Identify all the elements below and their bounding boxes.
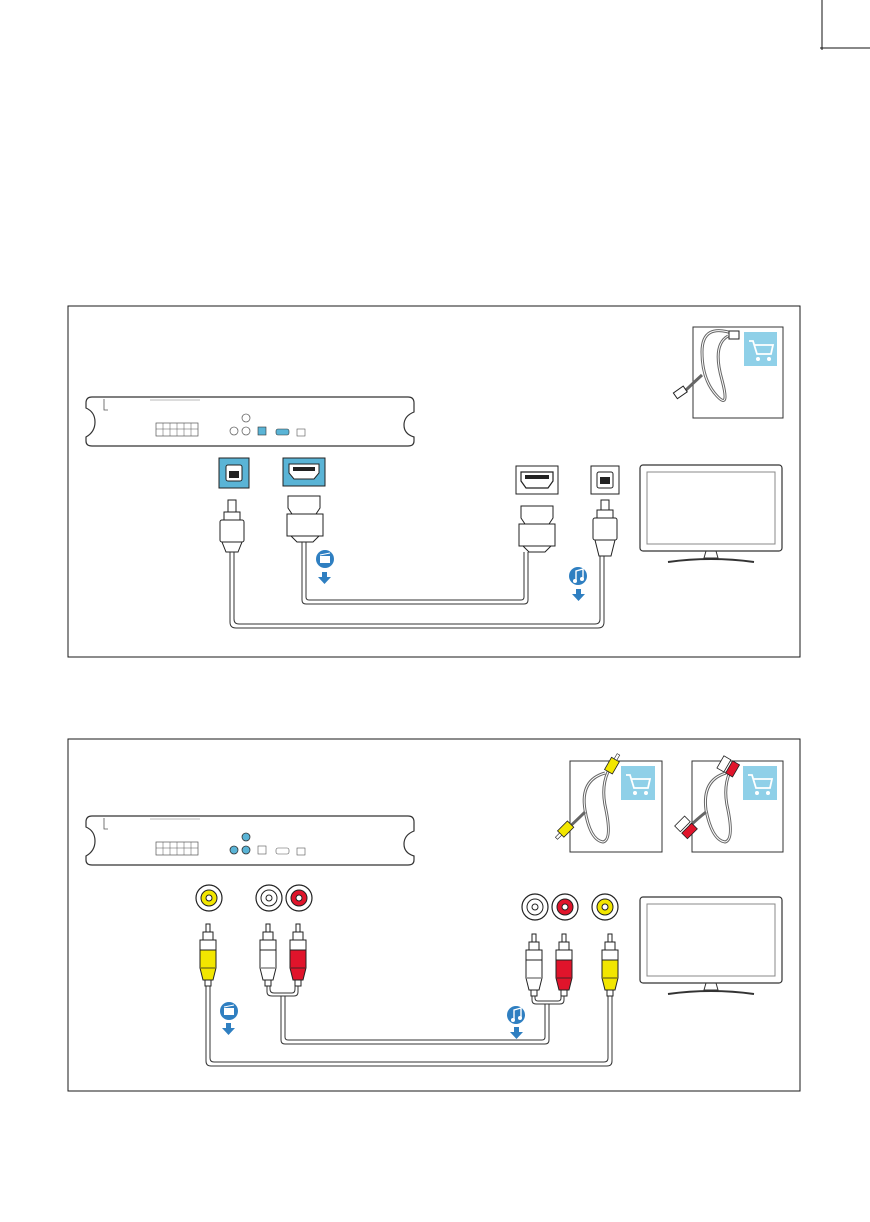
video-signal-icon	[316, 550, 334, 568]
optical-socket-tv	[591, 466, 619, 494]
hdmi-socket-tv	[516, 466, 558, 494]
crop-mark-icon	[820, 0, 870, 50]
optical-socket-player	[219, 458, 249, 488]
video-signal-icon	[220, 1002, 238, 1020]
rca-socket-red-player	[286, 885, 312, 911]
diagram-panel-hdmi-optical	[68, 306, 800, 657]
shopping-cart-icon	[743, 766, 777, 800]
rca-socket-red-tv	[552, 894, 578, 920]
player-rear-panel-icon	[86, 816, 414, 865]
rca-socket-yellow-tv	[592, 894, 618, 920]
tv-icon	[640, 465, 782, 562]
rca-socket-white-tv	[522, 894, 548, 920]
player-rear-panel-icon	[86, 397, 414, 446]
diagram-panel-composite	[68, 739, 800, 1091]
rca-socket-white-player	[256, 885, 282, 911]
shopping-cart-icon	[744, 332, 777, 366]
tv-icon	[640, 897, 782, 994]
music-note-icon	[507, 1006, 525, 1024]
rca-socket-yellow-player	[196, 885, 222, 911]
hdmi-socket-player	[283, 458, 325, 486]
shopping-cart-icon	[621, 766, 655, 800]
music-note-icon	[569, 567, 587, 585]
hdmi-plug-right	[519, 506, 555, 552]
hdmi-plug-left	[287, 496, 323, 542]
